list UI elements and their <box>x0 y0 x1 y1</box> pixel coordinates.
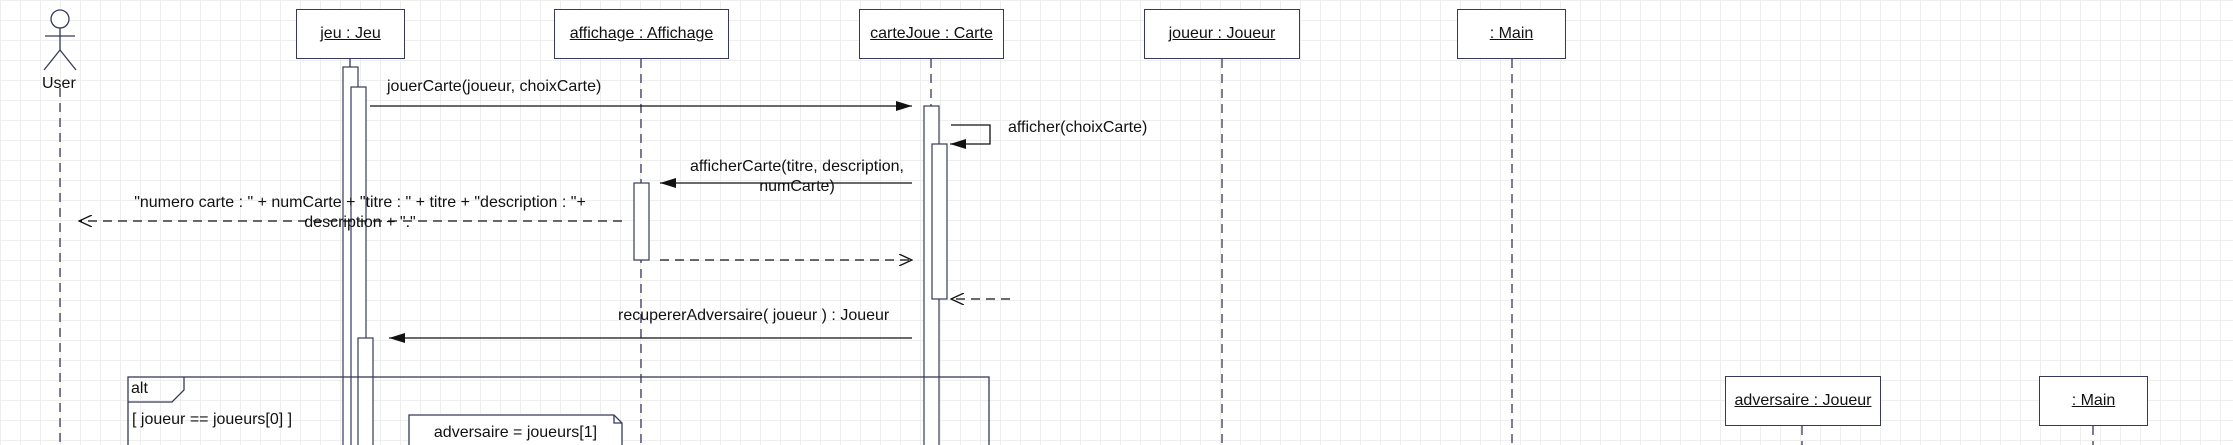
note-shape <box>408 414 623 445</box>
activation-carte-inner <box>931 143 948 300</box>
message-jouer-carte-label: jouerCarte(joueur, choixCarte) <box>387 78 602 95</box>
lifeline-box-adversaire[interactable]: adversaire : Joueur <box>1725 376 1881 426</box>
alt-fragment-tab <box>128 377 185 403</box>
actor-user-label: User <box>42 75 76 92</box>
message-afficher-carte-label: afficherCarte(titre, description, numCar… <box>672 157 922 197</box>
return-text-line-1: "numero carte : " + numCarte + "titre : … <box>134 194 586 211</box>
message-afficher-carte-line-2: numCarte) <box>759 178 835 195</box>
message-afficher-carte-line-1: afficherCarte(titre, description, <box>689 158 904 175</box>
activation-affichage <box>633 182 650 261</box>
activation-jeu-recuperer <box>357 337 374 445</box>
message-afficher-self-line <box>950 124 991 149</box>
lifeline-box-main[interactable]: : Main <box>1457 9 1566 59</box>
lifeline-box-joueur[interactable]: joueur : Joueur <box>1144 9 1300 59</box>
lifeline-box-carte[interactable]: carteJoue : Carte <box>859 9 1004 59</box>
alt-fragment-operator: alt <box>131 380 148 397</box>
lifeline-box-affichage[interactable]: affichage : Affichage <box>554 9 729 59</box>
message-afficher-label: afficher(choixCarte) <box>1008 119 1148 136</box>
lifeline-box-main-2[interactable]: : Main <box>2039 376 2148 426</box>
note-text: adversaire = joueurs[1] <box>433 424 598 441</box>
return-text-line-2: description + "." <box>304 214 416 231</box>
lifeline-box-jeu[interactable]: jeu : Jeu <box>296 9 405 59</box>
alt-fragment-frame <box>127 376 990 445</box>
return-text-label: "numero carte : " + numCarte + "titre : … <box>110 193 610 233</box>
alt-fragment-guard: [ joueur == joueurs[0] ] <box>132 411 293 428</box>
actor-user-figure <box>43 9 77 71</box>
message-recuperer-label: recupererAdversaire( joueur ) : Joueur <box>618 307 890 324</box>
note-fold <box>613 415 622 424</box>
